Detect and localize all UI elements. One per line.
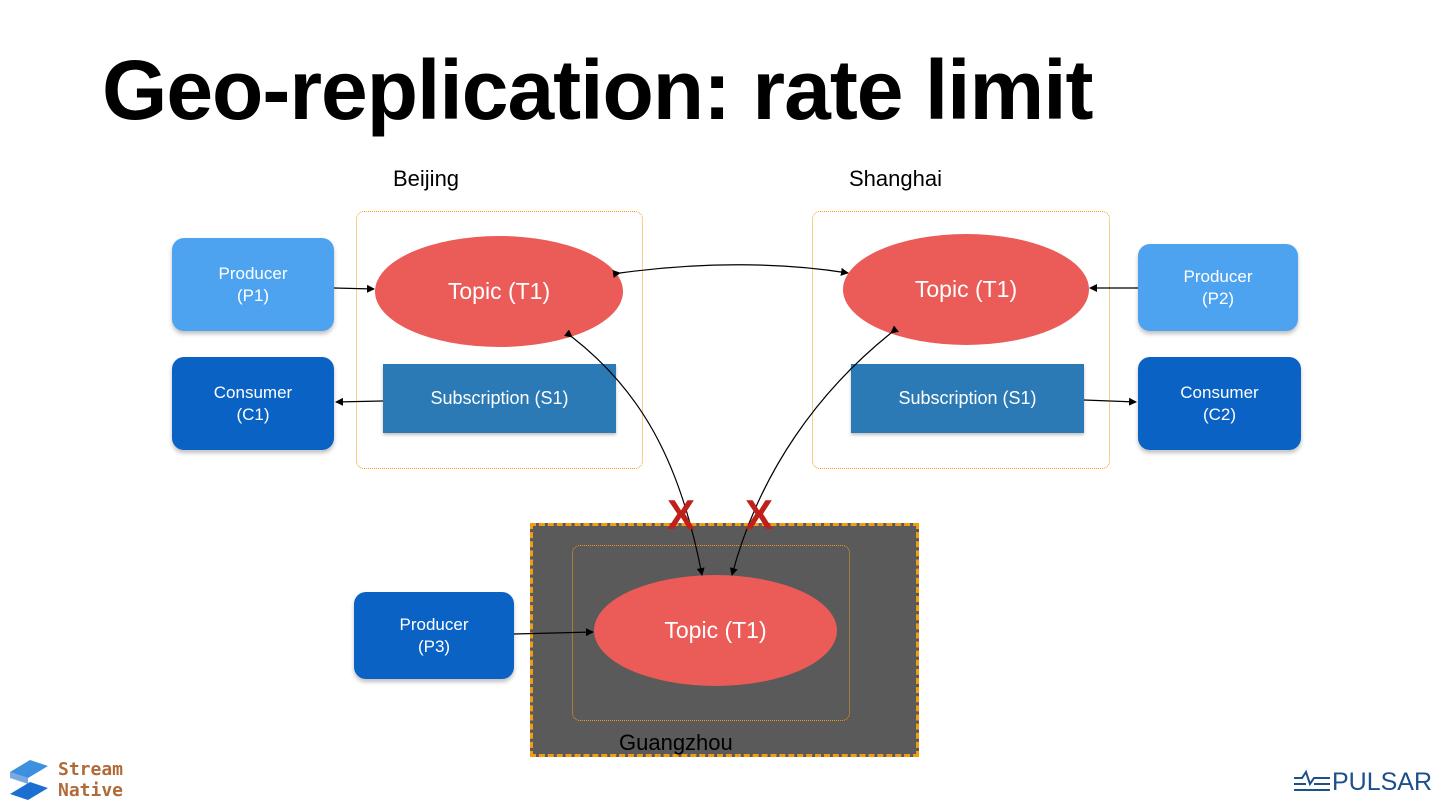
streamnative-logo-line1: Stream bbox=[58, 759, 124, 780]
streamnative-logo-icon bbox=[10, 760, 48, 800]
consumer-c1[interactable]: Consumer (C1) bbox=[172, 357, 334, 450]
streamnative-logo: Stream Native bbox=[8, 758, 128, 806]
blocked-mark-beijing: X bbox=[667, 491, 696, 538]
consumer-c2[interactable]: Consumer (C2) bbox=[1138, 357, 1301, 450]
producer-p1-name: Producer bbox=[218, 263, 288, 283]
slide-title: Geo-replication: rate limit bbox=[102, 43, 1094, 137]
producer-p2-name: Producer bbox=[1183, 266, 1253, 286]
consumer-c1-name: Consumer bbox=[213, 382, 293, 402]
consumer-c2-id: (C2) bbox=[1202, 404, 1237, 424]
subscription-beijing[interactable]: Subscription (S1) bbox=[383, 364, 616, 433]
producer-p3-name: Producer bbox=[399, 614, 469, 634]
consumer-c1-id: (C1) bbox=[236, 404, 270, 424]
consumer-c2-name: Consumer bbox=[1180, 382, 1259, 402]
subscription-shanghai[interactable]: Subscription (S1) bbox=[851, 364, 1084, 433]
topic-guangzhou[interactable]: Topic (T1) bbox=[594, 575, 837, 686]
producer-p1[interactable]: Producer (P1) bbox=[172, 238, 334, 331]
producer-p3[interactable]: Producer (P3) bbox=[354, 592, 514, 679]
streamnative-logo-line2: Native bbox=[58, 780, 124, 801]
pulsar-logo-icon bbox=[1294, 769, 1330, 791]
pulsar-logo-text: PULSAR bbox=[1332, 767, 1433, 796]
region-label-guangzhou: Guangzhou bbox=[619, 730, 733, 755]
pulsar-logo: PULSAR bbox=[1292, 766, 1432, 798]
region-label-shanghai: Shanghai bbox=[849, 166, 942, 191]
region-label-beijing: Beijing bbox=[393, 166, 460, 191]
topic-shanghai[interactable]: Topic (T1) bbox=[843, 234, 1089, 345]
producer-p2-id: (P2) bbox=[1201, 288, 1235, 308]
producer-p2[interactable]: Producer (P2) bbox=[1138, 244, 1298, 331]
producer-p1-id: (P1) bbox=[236, 285, 270, 305]
blocked-mark-shanghai: X bbox=[745, 491, 774, 538]
producer-p3-id: (P3) bbox=[417, 636, 451, 656]
topic-beijing[interactable]: Topic (T1) bbox=[375, 236, 623, 347]
